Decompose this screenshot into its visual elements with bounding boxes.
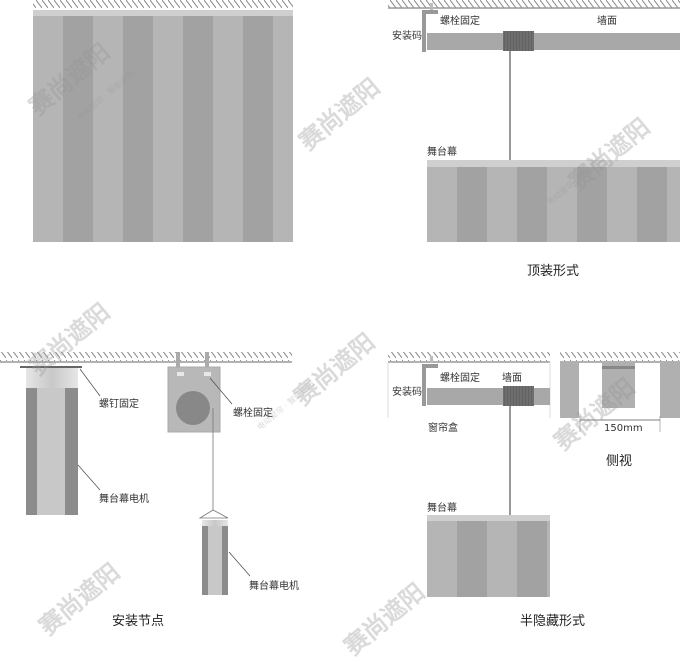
caption-install-nodes: 安装节点 — [112, 614, 165, 629]
wall-label: 墙面 — [597, 16, 617, 27]
curtain-stripe — [487, 167, 517, 242]
front-view-curtain — [33, 0, 293, 242]
motor-icon — [503, 31, 534, 51]
curtain-stripe — [243, 16, 273, 242]
side-view — [560, 352, 680, 432]
bolt-label: 螺栓固定 — [233, 408, 273, 419]
curtain-stripe — [213, 16, 243, 242]
bolt-label: 螺栓固定 — [440, 373, 480, 384]
bracket-label: 安装码 — [392, 31, 422, 42]
top-mount-diagram — [388, 0, 680, 242]
bolt-label: 螺栓固定 — [440, 16, 480, 27]
curtain-stripe — [457, 167, 487, 242]
caption-top-mount: 顶装形式 — [527, 264, 580, 279]
curtain-stripe — [577, 167, 607, 242]
curtain-stripe — [427, 521, 457, 597]
curtain-stripe — [517, 521, 547, 597]
curtain-stripe — [487, 521, 517, 597]
curtain-stripe — [667, 167, 680, 242]
caption-side-view: 侧视 — [606, 454, 633, 469]
motor-icon — [503, 386, 534, 406]
motor-label: 舞台幕电机 — [249, 581, 299, 592]
curtain-stripe — [457, 521, 487, 597]
curtain-stripe — [153, 16, 183, 242]
curtain-label: 舞台幕 — [427, 147, 457, 158]
caption-semi-hidden: 半隐藏形式 — [520, 614, 586, 629]
wall-label: 墙面 — [502, 373, 522, 384]
curtain-label: 舞台幕 — [427, 503, 457, 514]
track-bar — [427, 33, 680, 50]
bracket-label: 安装码 — [392, 387, 422, 398]
curtain-stripe — [547, 167, 577, 242]
curtain-stripe — [607, 167, 637, 242]
pulley-icon — [176, 391, 210, 425]
curtain-stripe — [547, 521, 550, 597]
semi-hidden-diagram — [387, 352, 680, 597]
curtain-stripe — [33, 16, 63, 242]
installation-diagram — [0, 0, 680, 597]
dimension-label: 150mm — [604, 423, 643, 434]
install-nodes-diagram — [0, 352, 292, 595]
curtain-stripe — [427, 167, 457, 242]
curtain-stripe — [123, 16, 153, 242]
curtain-stripe — [183, 16, 213, 242]
mounting-bracket — [422, 10, 426, 52]
motor-label: 舞台幕电机 — [99, 494, 149, 505]
curtain-stripe — [273, 16, 293, 242]
curtain-stripe — [93, 16, 123, 242]
curtain-stripe — [637, 167, 667, 242]
curtain-box-label: 窗帘盒 — [428, 423, 458, 434]
curtain-stripe — [517, 167, 547, 242]
screw-label: 螺钉固定 — [99, 399, 139, 410]
curtain-stripe — [63, 16, 93, 242]
